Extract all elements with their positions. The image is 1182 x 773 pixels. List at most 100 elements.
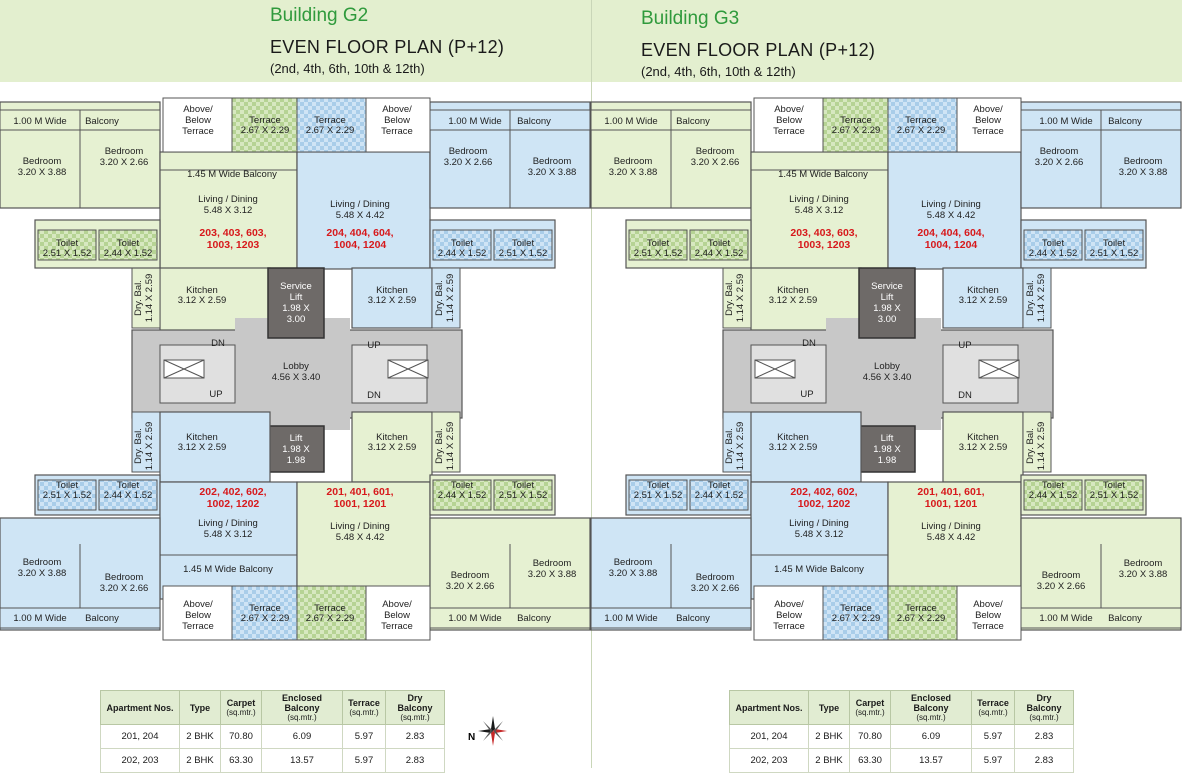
toilet-label: Toilet xyxy=(56,238,79,249)
dry-balcony-label: Dry. Bal. xyxy=(434,428,445,464)
toilet-label: Toilet xyxy=(708,480,731,491)
toilet-label: Toilet xyxy=(1042,480,1065,491)
toilet-label: Toilet xyxy=(708,238,731,249)
apartment-numbers: 1001, 1201 xyxy=(334,498,387,510)
dry-balcony-label: Dry. Bal. xyxy=(724,280,735,316)
toilet-size: 2.44 X 1.52 xyxy=(104,490,153,501)
balcony-label: 1.00 M Wide xyxy=(604,613,657,624)
apartment-numbers: 204, 404, 604, xyxy=(917,227,984,239)
dry-balcony-label: Dry. Bal. xyxy=(133,428,144,464)
apartment-numbers: 204, 404, 604, xyxy=(326,227,393,239)
bedroom-label: Bedroom xyxy=(1042,570,1081,581)
toilet-label: Toilet xyxy=(117,480,140,491)
table-header: Terrace(sq.mtr.) xyxy=(342,690,386,725)
above-below-terrace-label: Above/ xyxy=(382,104,412,115)
table-row: 201, 204 2 BHK 70.80 6.09 5.97 2.83 xyxy=(100,724,445,749)
kitchen-size: 3.12 X 2.59 xyxy=(959,295,1008,306)
table-cell: 2.83 xyxy=(1014,724,1074,749)
apartment-numbers: 201, 401, 601, xyxy=(326,486,393,498)
wide-balcony-label: 1.45 M Wide Balcony xyxy=(774,564,864,575)
toilet-label: Toilet xyxy=(117,238,140,249)
balcony-label: 1.00 M Wide xyxy=(1039,116,1092,127)
table-cell: 2 BHK xyxy=(179,748,221,773)
bedroom-size: 3.20 X 2.66 xyxy=(100,583,149,594)
living-dining-size: 5.48 X 4.42 xyxy=(927,532,976,543)
living-dining-label: Living / Dining xyxy=(330,199,390,210)
bedroom-size: 3.20 X 2.66 xyxy=(100,157,149,168)
living-dining-size: 5.48 X 3.12 xyxy=(204,529,253,540)
above-below-terrace-label: Terrace xyxy=(182,621,214,632)
table-row: 202, 203 2 BHK 63.30 13.57 5.97 2.83 xyxy=(100,748,445,773)
service-lift-label: Lift xyxy=(290,292,303,303)
bedroom-label: Bedroom xyxy=(451,570,490,581)
balcony-label: 1.00 M Wide xyxy=(13,613,66,624)
above-below-terrace-label: Above/ xyxy=(973,599,1003,610)
table-header-row: Apartment Nos. Type Carpet(sq.mtr.) Encl… xyxy=(729,690,1074,725)
balcony-label: Balcony xyxy=(85,116,119,127)
living-dining-label: Living / Dining xyxy=(789,194,849,205)
area-table-g3: Apartment Nos. Type Carpet(sq.mtr.) Encl… xyxy=(729,690,1074,773)
lift-size: 1.98 xyxy=(287,455,306,466)
table-header: Dry Balcony(sq.mtr.) xyxy=(385,690,445,725)
lift-size: 1.98 xyxy=(878,455,897,466)
bedroom-size: 3.20 X 2.66 xyxy=(691,157,740,168)
table-cell: 63.30 xyxy=(849,748,891,773)
compass-rose-icon xyxy=(478,716,507,746)
toilet-size: 2.44 X 1.52 xyxy=(695,248,744,259)
table-cell: 5.97 xyxy=(342,724,386,749)
dry-balcony-size: 1.14 X 2.59 xyxy=(144,422,155,471)
table-cell: 5.97 xyxy=(342,748,386,773)
north-label: N xyxy=(468,732,476,743)
living-dining-label: Living / Dining xyxy=(789,518,849,529)
toilet-size: 2.51 X 1.52 xyxy=(499,248,548,259)
bedroom-size: 3.20 X 3.88 xyxy=(609,568,658,579)
living-dining-size: 5.48 X 4.42 xyxy=(336,210,385,221)
kitchen-size: 3.12 X 2.59 xyxy=(769,295,818,306)
table-cell: 70.80 xyxy=(849,724,891,749)
kitchen-size: 3.12 X 2.59 xyxy=(368,295,417,306)
balcony-label: 1.00 M Wide xyxy=(448,116,501,127)
bedroom-label: Bedroom xyxy=(533,156,572,167)
toilet-size: 2.44 X 1.52 xyxy=(1029,248,1078,259)
bedroom-label: Bedroom xyxy=(105,146,144,157)
dry-balcony-size: 1.14 X 2.59 xyxy=(1036,274,1047,323)
bedroom-label: Bedroom xyxy=(1124,156,1163,167)
dry-balcony-label: Dry. Bal. xyxy=(1025,280,1036,316)
above-below-terrace-label: Terrace xyxy=(972,126,1004,137)
dry-balcony-size: 1.14 X 2.59 xyxy=(144,274,155,323)
above-below-terrace-label: Below xyxy=(384,610,410,621)
living-dining-size: 5.48 X 4.42 xyxy=(336,532,385,543)
toilet-label: Toilet xyxy=(647,238,670,249)
balcony-label: 1.00 M Wide xyxy=(1039,613,1092,624)
kitchen-label: Kitchen xyxy=(186,432,218,443)
apartment-numbers: 1004, 1204 xyxy=(925,239,978,251)
table-row: 202, 203 2 BHK 63.30 13.57 5.97 2.83 xyxy=(729,748,1074,773)
terrace-label: Terrace xyxy=(314,603,346,614)
building-g3-plan-title: EVEN FLOOR PLAN (P+12) xyxy=(641,40,876,60)
dry-balcony-size: 1.14 X 2.59 xyxy=(445,274,456,323)
bedroom-label: Bedroom xyxy=(105,572,144,583)
toilet-size: 2.51 X 1.52 xyxy=(43,490,92,501)
stair-dn-label: DN xyxy=(802,338,816,349)
living-dining-size: 5.48 X 3.12 xyxy=(795,529,844,540)
terrace-size: 2.67 X 2.29 xyxy=(306,125,355,136)
toilet-size: 2.44 X 1.52 xyxy=(104,248,153,259)
above-below-terrace-label: Above/ xyxy=(973,104,1003,115)
terrace-label: Terrace xyxy=(840,603,872,614)
bedroom-size: 3.20 X 3.88 xyxy=(1119,167,1168,178)
table-cell: 70.80 xyxy=(220,724,262,749)
terrace-label: Terrace xyxy=(905,115,937,126)
wide-balcony-label: 1.45 M Wide Balcony xyxy=(187,169,277,180)
balcony-label: 1.00 M Wide xyxy=(604,116,657,127)
table-cell: 6.09 xyxy=(261,724,343,749)
above-below-terrace-label: Below xyxy=(185,115,211,126)
living-dining-label: Living / Dining xyxy=(330,521,390,532)
above-below-terrace-label: Above/ xyxy=(774,599,804,610)
table-header: Terrace(sq.mtr.) xyxy=(971,690,1015,725)
toilet-label: Toilet xyxy=(512,238,535,249)
lobby-size: 4.56 X 3.40 xyxy=(272,372,321,383)
table-cell: 63.30 xyxy=(220,748,262,773)
kitchen-label: Kitchen xyxy=(777,285,809,296)
lobby-label: Lobby xyxy=(874,361,900,372)
building-divider xyxy=(591,0,592,768)
